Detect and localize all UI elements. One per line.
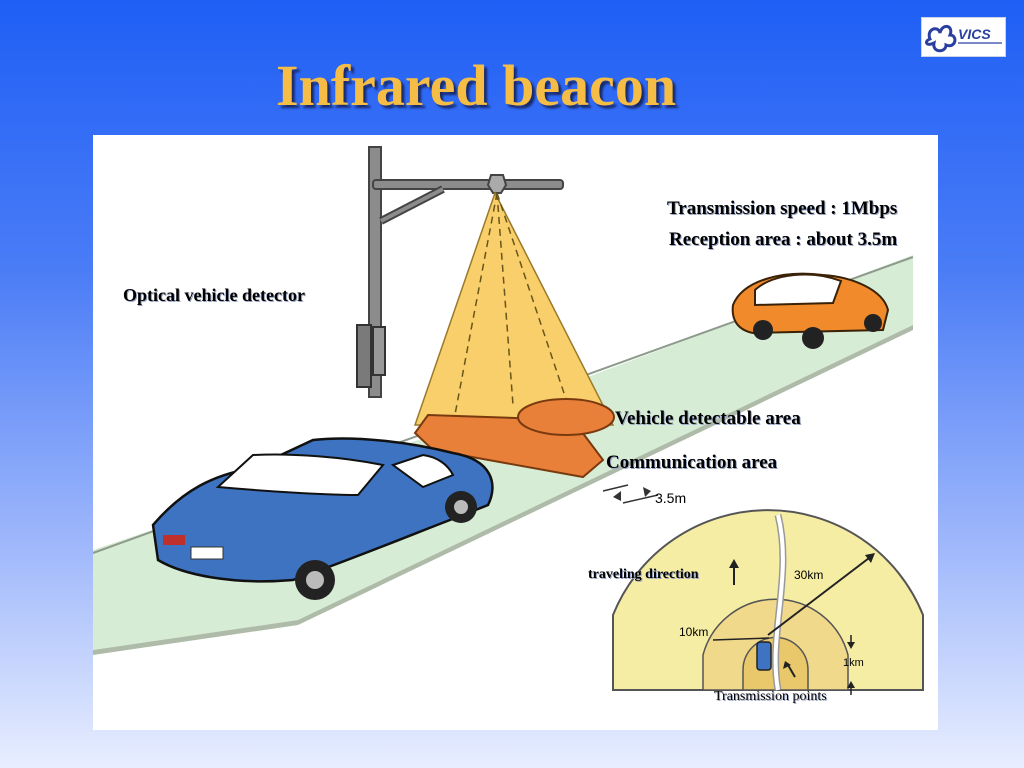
range-30km-label: 30km	[794, 568, 824, 582]
beacon-pole	[356, 146, 564, 398]
range-1km-label: 1km	[843, 657, 864, 669]
coverage-map	[612, 509, 924, 695]
transmission-points-label: Transmission points	[714, 689, 827, 704]
infrared-beam	[413, 191, 615, 426]
distance-marker	[602, 484, 659, 504]
range-10km-label: 10km	[679, 625, 709, 639]
distance-label: 3.5m	[655, 490, 687, 506]
page-title: Infrared beacon	[276, 53, 677, 118]
communication-area-label: Communication area	[606, 452, 778, 473]
logo-text: VICS	[958, 26, 991, 42]
vehicle-detectable-area	[517, 398, 615, 436]
reception-area-label: Reception area : about 3.5m	[669, 229, 898, 250]
optical-detector-label: Optical vehicle detector	[123, 285, 305, 305]
vics-logo-icon	[925, 25, 957, 53]
blue-car	[151, 437, 494, 600]
transmission-speed-label: Transmission speed : 1Mbps	[667, 198, 898, 219]
beacon-diagram	[93, 146, 924, 695]
traveling-direction-label: traveling direction	[588, 567, 699, 582]
vics-logo: VICS	[921, 17, 1006, 57]
logo-underline	[958, 42, 1002, 44]
vehicle-detectable-area-label: Vehicle detectable area	[615, 408, 801, 429]
orange-car	[731, 272, 890, 349]
